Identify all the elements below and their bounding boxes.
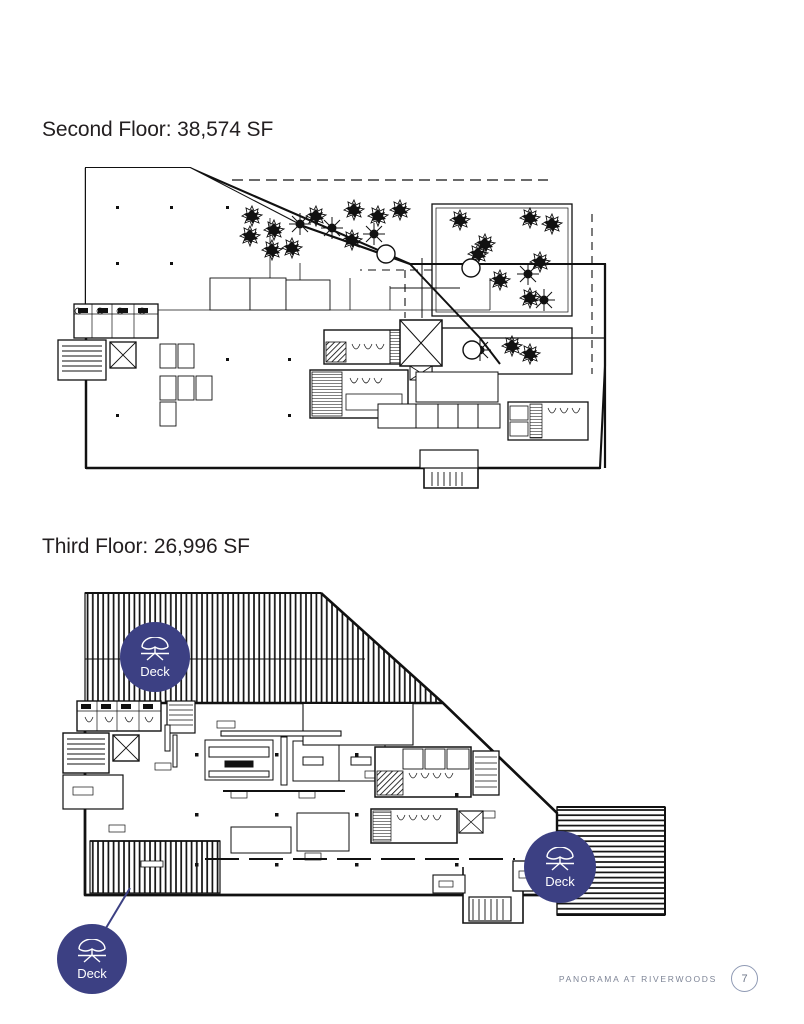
page-number-badge: 7 <box>731 965 758 992</box>
patio-umbrella-icon <box>78 938 106 963</box>
third-floor-deck-southwest <box>89 840 221 894</box>
second-floor-bottom-stair <box>419 449 479 489</box>
deck-badge-label: Deck <box>545 873 575 889</box>
deck-badge-label: Deck <box>77 965 107 981</box>
footer-brand-name: PANORAMA AT RIVERWOODS <box>558 973 717 984</box>
third-floor-left-core <box>62 700 162 810</box>
deck-badge-label: Deck <box>140 663 170 679</box>
third-floor-plan <box>45 575 685 935</box>
third-floor-lower-restrooms <box>370 808 484 844</box>
page-footer: PANORAMA AT RIVERWOODS 7 <box>559 965 758 992</box>
second-floor-right-restrooms <box>507 401 589 441</box>
third-floor-stair-north <box>166 700 196 734</box>
second-floor-plan <box>57 158 660 498</box>
third-floor-center-core <box>374 746 500 798</box>
third-floor-plan-drawing <box>62 592 666 924</box>
third-floor-title: Third Floor: 26,996 SF <box>42 535 250 558</box>
second-floor-title: Second Floor: 38,574 SF <box>42 118 274 141</box>
second-floor-plan-drawing <box>57 166 607 489</box>
patio-umbrella-icon <box>546 846 574 871</box>
deck-badge-northwest: Deck <box>120 622 190 692</box>
deck-badge-east: Deck <box>524 831 596 903</box>
patio-umbrella-icon <box>141 636 169 661</box>
second-floor-left-core <box>57 303 159 381</box>
deck-badge-southwest: Deck <box>57 924 127 994</box>
